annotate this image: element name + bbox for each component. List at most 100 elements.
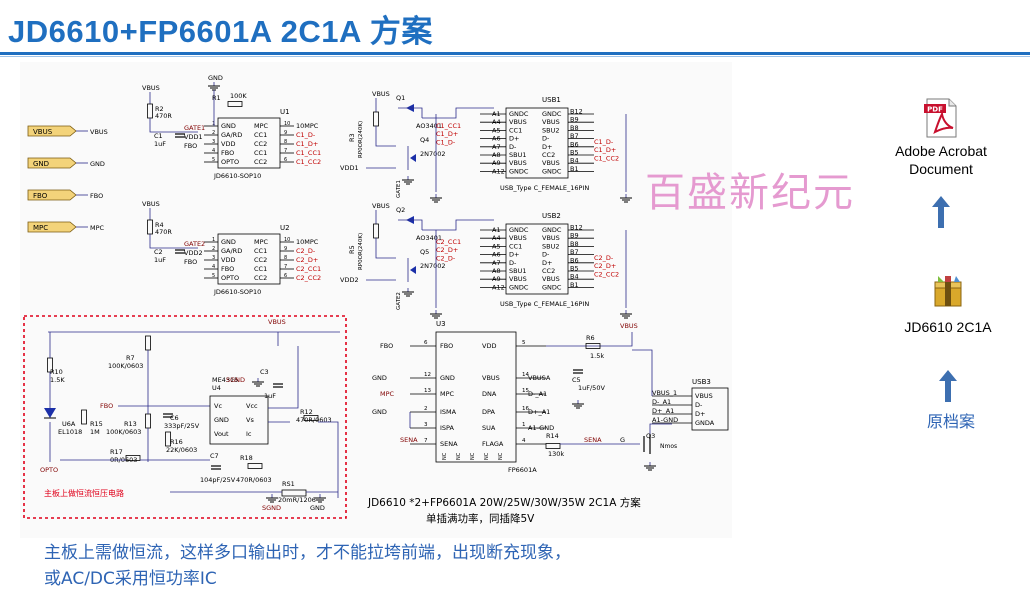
part-value: 100K/0603: [106, 428, 141, 436]
ic-pin-name: OPTO: [221, 274, 239, 282]
part-ref: R17: [110, 448, 123, 456]
connector-pin: B4: [570, 157, 579, 165]
ic-pin-name: DNA: [482, 390, 497, 398]
net-label: VDD2: [184, 249, 203, 257]
pdf-attachment-label: Adobe Acrobat Document: [895, 143, 987, 177]
net-label: C1_D+: [436, 130, 458, 138]
net-label: D-_A1: [528, 390, 547, 398]
net-label: MPC: [380, 390, 395, 398]
part-number: USB_Type C_FEMALE_16PIN: [500, 300, 589, 308]
ic-pin-number: 5: [212, 157, 215, 163]
arrow-up-icon: [939, 370, 957, 402]
connector-pin-name: VBUS: [542, 118, 560, 126]
part-value: 104pF/25V: [200, 476, 236, 484]
net-flag: [27, 157, 77, 169]
part-ref: R14: [546, 432, 559, 440]
net-label: VBUS: [372, 202, 390, 210]
part-ref: R15: [90, 420, 103, 428]
ic-pin-name: CC2: [254, 158, 267, 166]
connector-body: [505, 107, 569, 179]
part-ref: R6: [586, 334, 595, 342]
ic-pin-name: GND: [214, 416, 229, 424]
resistor-symbol: [585, 343, 601, 349]
net-label: C1_CC1: [436, 122, 461, 130]
net-label: VBUS: [142, 84, 160, 92]
net-label: VBUS: [372, 90, 390, 98]
part-value: 100K: [230, 92, 247, 100]
part-ref: R3: [348, 133, 356, 142]
archive-file-icon: [934, 276, 962, 307]
part-ref: R10: [50, 368, 63, 376]
net-label: C1_CC1: [296, 149, 321, 157]
part-ref: C3: [260, 368, 269, 376]
ic-body: [435, 331, 517, 463]
connector-pin-name: VBUS: [509, 118, 527, 126]
wire: [268, 346, 299, 409]
net-label: VBUS: [142, 200, 160, 208]
ic-pin-name: CC2: [254, 256, 267, 264]
ic-pin-name: Vc: [214, 402, 222, 410]
ic-pin-name: CC1: [254, 131, 267, 139]
connector-pin: B5: [570, 149, 579, 157]
net-label: SGND: [226, 376, 245, 384]
connector-pin-name: D+: [509, 251, 519, 259]
part-value: 100K/0603: [108, 362, 143, 370]
net-label: C2_D-: [436, 254, 456, 262]
ic-pin-name: SENA: [440, 440, 458, 448]
ic-pin-name: NC: [442, 452, 448, 460]
resistor-symbol: [247, 463, 263, 469]
net-label: 10MPC: [296, 122, 319, 130]
ic-pin-number: 2: [424, 406, 428, 412]
ic-pin-name: MPC: [440, 390, 455, 398]
connector-pin-name: GNDC: [509, 283, 529, 291]
led-symbol: [44, 408, 56, 418]
net-label: C1_D-: [594, 138, 614, 146]
wire: [375, 238, 396, 259]
schematic-caption: JD6610 *2+FP6601A 20W/25W/30W/35W 2C1A 方…: [367, 496, 641, 509]
net-flag-label: FBO: [33, 192, 48, 200]
ic-pin-number: 12: [424, 372, 431, 378]
part-ref: C2: [154, 248, 163, 256]
net-label: C1_CC2: [296, 158, 321, 166]
constant-current-frame: [23, 315, 347, 519]
net-label: C1_CC2: [594, 154, 619, 162]
net-label: VBUS_1: [652, 389, 677, 397]
net-label: SENA: [584, 436, 602, 444]
part-ref: U3: [436, 320, 446, 328]
net-label: C2_D-: [594, 254, 614, 262]
net-label: C2_CC1: [296, 265, 321, 273]
part-number: 2N7002: [420, 262, 446, 270]
part-ref: R5: [348, 245, 356, 254]
pdf-attachment[interactable]: PDF Adobe Acrobat Document: [868, 98, 1014, 178]
wire: [422, 107, 494, 119]
connector-pin-name: SBU2: [542, 242, 559, 250]
ic-pin-name: CC2: [254, 140, 267, 148]
part-value: 470R/0603: [236, 476, 272, 484]
connector-pin-name: GNDA: [695, 419, 715, 427]
part-ref: RS1: [282, 480, 295, 488]
connector-pin: B1: [570, 281, 579, 289]
connector-pin: B8: [570, 124, 579, 132]
part-ref: Q4: [420, 136, 429, 144]
ic-pin-number: 6: [424, 340, 428, 346]
connector-pin-name: SBU1: [509, 267, 526, 275]
ic-pin-name: GND: [440, 374, 455, 382]
connector-pin-name: VBUS: [542, 234, 560, 242]
net-label: GND: [310, 504, 325, 512]
net-label: GATE1: [396, 180, 402, 198]
connector-pin-name: VBUS: [509, 275, 527, 283]
part-number: FP6601A: [508, 466, 537, 474]
archive-attachment[interactable]: JD6610 2C1A: [878, 274, 1018, 336]
net-label: C2_CC1: [436, 238, 461, 246]
resistor-symbol: [125, 455, 141, 461]
part-value: RP0OR(240K): [358, 233, 364, 270]
ic-pin-number: 7: [284, 264, 287, 270]
net-label: VDD1: [184, 133, 203, 141]
connector-pin-name: VBUS: [542, 275, 560, 283]
part-value: 470R/0603: [296, 416, 332, 424]
ic-pin-name: GND: [221, 238, 236, 246]
connector-pin-name: D+: [509, 135, 519, 143]
ic-pin-number: 7: [284, 148, 287, 154]
connector-pin-name: VBUS: [542, 159, 560, 167]
part-ref: C1: [154, 132, 163, 140]
